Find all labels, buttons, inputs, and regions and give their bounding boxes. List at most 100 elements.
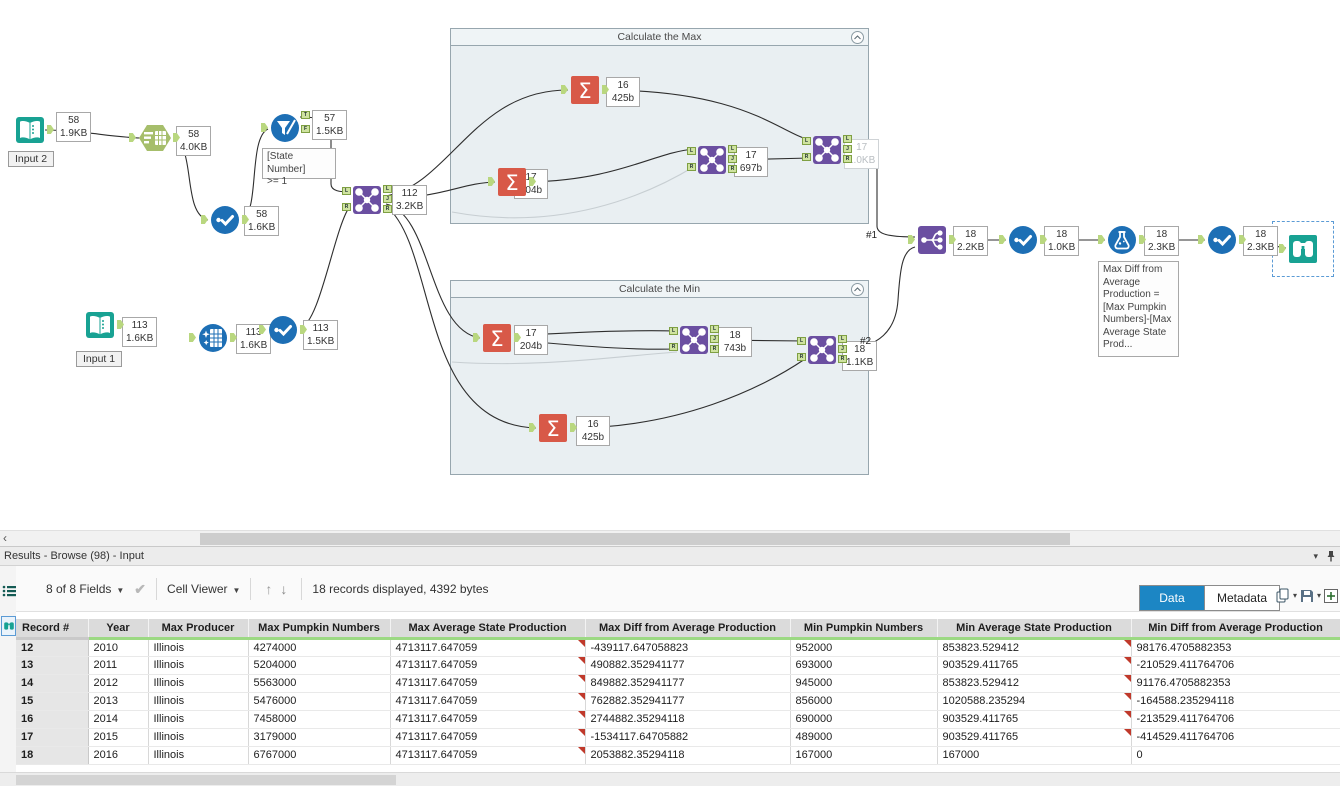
join-output-anchor[interactable]: J [843, 145, 852, 153]
scrollbar-thumb[interactable] [200, 533, 1070, 545]
cell[interactable]: 690000 [790, 710, 938, 729]
right-input-anchor[interactable]: R [802, 153, 811, 161]
grid-horizontal-scrollbar[interactable] [0, 772, 1340, 786]
left-output-anchor[interactable]: L [383, 185, 392, 193]
output-anchor[interactable] [242, 215, 249, 224]
column-header-max-pumpkin[interactable]: Max Pumpkin Numbers [248, 619, 391, 640]
container-calculate-min[interactable]: Calculate the Min [450, 280, 869, 475]
join-output-anchor[interactable]: J [838, 345, 847, 353]
filter-tool[interactable]: T F [261, 111, 310, 143]
profile-view-button[interactable] [1, 584, 16, 598]
cell[interactable]: 853823.529412 [937, 674, 1132, 693]
column-header-min-avg-production[interactable]: Min Average State Production [937, 619, 1132, 640]
canvas-horizontal-scrollbar[interactable]: ‹ [0, 530, 1340, 546]
panel-menu-caret-icon[interactable]: ▾ [1313, 551, 1318, 561]
cell[interactable]: 4713117.647059 [390, 638, 586, 657]
column-header-min-diff[interactable]: Min Diff from Average Production [1131, 619, 1340, 640]
right-input-anchor[interactable]: R [342, 203, 351, 211]
right-input-anchor[interactable]: R [797, 353, 806, 361]
unique-tool[interactable] [1198, 225, 1246, 255]
cell-record[interactable]: 13 [16, 656, 89, 675]
data-cleansing-tool[interactable] [129, 123, 180, 153]
cell[interactable]: 3179000 [248, 728, 391, 747]
collapse-container-button[interactable] [851, 283, 864, 296]
output-anchor[interactable] [117, 320, 124, 329]
summarize-tool[interactable]: Σ [473, 323, 521, 353]
cell[interactable]: 4713117.647059 [390, 710, 586, 729]
imputation-tool[interactable] [189, 323, 237, 353]
cell[interactable]: 4713117.647059 [390, 674, 586, 693]
cell[interactable]: 489000 [790, 728, 938, 747]
cell-record[interactable]: 16 [16, 710, 89, 729]
join-tool[interactable]: L R L J R [669, 325, 719, 355]
cell-record[interactable]: 17 [16, 728, 89, 747]
summarize-tool[interactable]: Σ [561, 75, 609, 105]
browse-tool[interactable] [1279, 234, 1318, 264]
join-tool[interactable]: L R L J R [797, 335, 847, 365]
formula-tool[interactable] [1098, 225, 1146, 255]
cell[interactable]: 6767000 [248, 746, 391, 765]
right-output-anchor[interactable]: R [728, 165, 737, 173]
cell[interactable]: Illinois [148, 746, 249, 765]
cell[interactable]: -210529.411764706 [1131, 656, 1340, 675]
cell[interactable]: 167000 [937, 746, 1132, 765]
left-input-anchor[interactable]: L [797, 337, 806, 345]
cell[interactable]: -213529.411764706 [1131, 710, 1340, 729]
input-anchor[interactable] [1098, 235, 1105, 244]
cell[interactable]: Illinois [148, 638, 249, 657]
tab-metadata[interactable]: Metadata [1203, 586, 1279, 610]
input-anchor[interactable] [908, 235, 915, 244]
cell[interactable]: -439117.647058823 [585, 638, 791, 657]
cell[interactable]: 2053882.35294118 [585, 746, 791, 765]
pin-icon[interactable] [1326, 550, 1336, 562]
cell[interactable]: 903529.411765 [937, 728, 1132, 747]
cell[interactable]: 1020588.235294 [937, 692, 1132, 711]
new-window-icon[interactable] [1324, 588, 1338, 603]
cell[interactable]: 2012 [88, 674, 149, 693]
scroll-to-bottom-icon[interactable]: ↓ [280, 581, 288, 597]
scrollbar-thumb[interactable] [16, 775, 396, 785]
input-anchor[interactable] [189, 333, 196, 342]
tab-data[interactable]: Data [1139, 586, 1204, 610]
true-output-anchor[interactable]: T [301, 111, 310, 119]
copy-icon[interactable] [1276, 588, 1290, 603]
cell[interactable]: 2015 [88, 728, 149, 747]
input-anchor[interactable] [1198, 235, 1205, 244]
join-output-anchor[interactable]: J [728, 155, 737, 163]
cell[interactable]: 4274000 [248, 638, 391, 657]
cell[interactable]: Illinois [148, 710, 249, 729]
column-header-max-diff[interactable]: Max Diff from Average Production [585, 619, 791, 640]
right-output-anchor[interactable]: R [383, 205, 392, 213]
cell[interactable]: 98176.4705882353 [1131, 638, 1340, 657]
cell[interactable]: 4713117.647059 [390, 746, 586, 765]
left-input-anchor[interactable]: L [687, 147, 696, 155]
cell-record[interactable]: 15 [16, 692, 89, 711]
column-header-max-producer[interactable]: Max Producer [148, 619, 249, 640]
cell-record[interactable]: 12 [16, 638, 89, 657]
cell[interactable]: 2013 [88, 692, 149, 711]
chevron-down-icon[interactable]: ▼ [116, 585, 125, 595]
left-output-anchor[interactable]: L [838, 335, 847, 343]
cell[interactable]: 4713117.647059 [390, 656, 586, 675]
input-data-tool[interactable] [15, 115, 54, 145]
cell[interactable]: 2016 [88, 746, 149, 765]
unique-tool[interactable] [999, 225, 1047, 255]
join-tool[interactable]: L R L J R [342, 185, 392, 215]
cell[interactable]: 2014 [88, 710, 149, 729]
cell[interactable]: Illinois [148, 674, 249, 693]
column-header-min-pumpkin[interactable]: Min Pumpkin Numbers [790, 619, 938, 640]
scroll-left-arrow[interactable]: ‹ [3, 531, 7, 545]
right-input-anchor[interactable]: R [669, 343, 678, 351]
left-output-anchor[interactable]: L [710, 325, 719, 333]
cell[interactable]: -414529.411764706 [1131, 728, 1340, 747]
cell-record[interactable]: 18 [16, 746, 89, 765]
join-output-anchor[interactable]: J [710, 335, 719, 343]
column-header-max-avg-production[interactable]: Max Average State Production [390, 619, 586, 640]
cell[interactable]: 4713117.647059 [390, 728, 586, 747]
column-header-record[interactable]: Record # [16, 619, 89, 640]
cell[interactable]: 849882.352941177 [585, 674, 791, 693]
cell[interactable]: 0 [1131, 746, 1340, 765]
unique-tool[interactable] [201, 205, 249, 235]
cell[interactable]: 5563000 [248, 674, 391, 693]
results-title-bar[interactable]: Results - Browse (98) - Input ▾ [0, 547, 1340, 566]
